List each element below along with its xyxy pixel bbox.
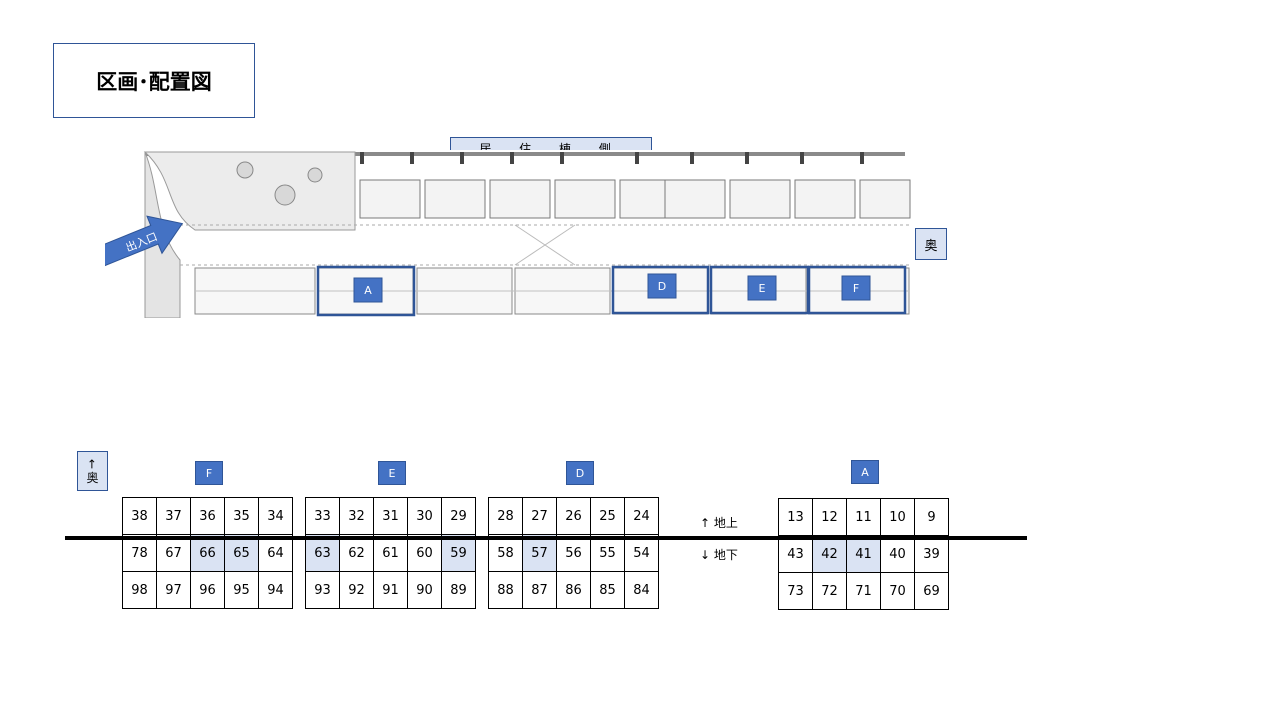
parking-space: 60 [407, 534, 442, 572]
parking-space: 13 [778, 498, 813, 536]
parking-space: 12 [812, 498, 847, 536]
parking-space: 66 [190, 534, 225, 572]
parking-space: 93 [305, 571, 340, 609]
back-label-right: 奥 [915, 228, 947, 260]
parking-space: 43 [778, 535, 813, 573]
parking-space: 54 [624, 534, 659, 572]
parking-space: 91 [373, 571, 408, 609]
above-ground-label: ↑ 地上 [700, 516, 738, 530]
back-label-left-text: 奥 [86, 471, 99, 485]
parking-space: 94 [258, 571, 293, 609]
parking-space: 90 [407, 571, 442, 609]
parking-space: 97 [156, 571, 191, 609]
parking-space: 96 [190, 571, 225, 609]
below-ground-label: ↓ 地下 [700, 548, 738, 562]
site-plan-drawing: 出入口 A D E F [105, 150, 915, 318]
parking-space: 34 [258, 497, 293, 535]
zone-frame-f [807, 265, 907, 315]
parking-space: 9 [914, 498, 949, 536]
parking-space: 25 [590, 497, 625, 535]
parking-space: 61 [373, 534, 408, 572]
parking-space: 67 [156, 534, 191, 572]
plan-zone-d: D [658, 280, 666, 293]
parking-space: 42 [812, 535, 847, 573]
parking-space: 62 [339, 534, 374, 572]
page-title: 区画･配置図 [53, 43, 255, 118]
parking-space: 41 [846, 535, 881, 573]
zone-label-e: E [378, 461, 406, 485]
parking-space: 92 [339, 571, 374, 609]
parking-space: 86 [556, 571, 591, 609]
parking-space: 84 [624, 571, 659, 609]
parking-space: 10 [880, 498, 915, 536]
parking-space: 33 [305, 497, 340, 535]
parking-space: 88 [488, 571, 523, 609]
zone-label-a: A [851, 460, 879, 484]
parking-space: 58 [488, 534, 523, 572]
parking-space: 28 [488, 497, 523, 535]
back-label-left: ← 奥 [77, 451, 108, 491]
parking-space: 37 [156, 497, 191, 535]
parking-space: 40 [880, 535, 915, 573]
zone-label-d: D [566, 461, 594, 485]
parking-space: 89 [441, 571, 476, 609]
parking-space: 65 [224, 534, 259, 572]
parking-space: 87 [522, 571, 557, 609]
parking-space: 26 [556, 497, 591, 535]
parking-space: 73 [778, 572, 813, 610]
parking-space: 30 [407, 497, 442, 535]
parking-space: 95 [224, 571, 259, 609]
zone-label-f: F [195, 461, 223, 485]
parking-space: 11 [846, 498, 881, 536]
parking-space: 36 [190, 497, 225, 535]
parking-space: 69 [914, 572, 949, 610]
ground-level-line [65, 536, 1027, 540]
parking-space: 70 [880, 572, 915, 610]
parking-space: 63 [305, 534, 340, 572]
parking-space: 59 [441, 534, 476, 572]
parking-space: 35 [224, 497, 259, 535]
parking-space: 38 [122, 497, 157, 535]
plan-zone-e: E [759, 282, 766, 295]
plan-zone-f: F [853, 282, 859, 295]
parking-space: 31 [373, 497, 408, 535]
parking-space: 71 [846, 572, 881, 610]
zone-frame-d [611, 265, 710, 315]
parking-space: 29 [441, 497, 476, 535]
parking-space: 32 [339, 497, 374, 535]
parking-space: 72 [812, 572, 847, 610]
parking-space: 57 [522, 534, 557, 572]
parking-space: 98 [122, 571, 157, 609]
left-arrow-icon: ← [85, 458, 100, 470]
zone-frame-a [316, 265, 416, 317]
parking-space: 39 [914, 535, 949, 573]
parking-space: 24 [624, 497, 659, 535]
parking-space: 64 [258, 534, 293, 572]
parking-space: 27 [522, 497, 557, 535]
parking-space: 55 [590, 534, 625, 572]
parking-space: 56 [556, 534, 591, 572]
parking-space: 78 [122, 534, 157, 572]
plan-zone-a: A [364, 284, 372, 297]
parking-space: 85 [590, 571, 625, 609]
